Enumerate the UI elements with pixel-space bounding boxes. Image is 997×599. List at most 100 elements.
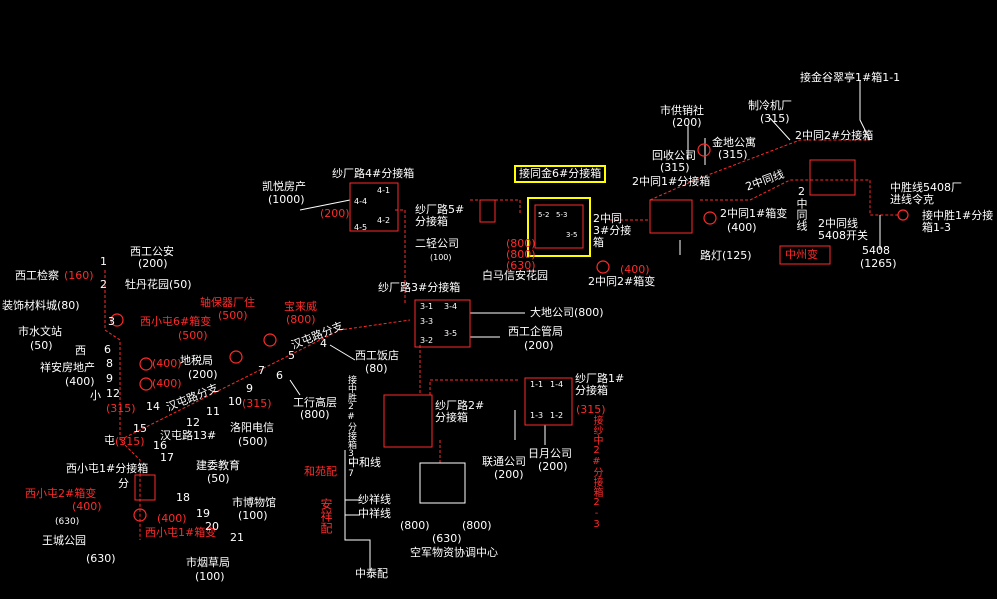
label-fen: 分: [118, 477, 129, 490]
label-lianhe: 联通公司: [482, 455, 526, 468]
line-fandian: [329, 344, 356, 361]
box4-cell-a: 4-1: [377, 186, 391, 195]
label-zhilengchang-kva: (315): [760, 112, 790, 125]
label-xigong-fandian-kva: (80): [365, 362, 388, 375]
label-shibowu: 市博物馆: [232, 496, 276, 509]
transformer-xixiaotun1: [133, 508, 147, 522]
label-hebuxian: 和苑配: [304, 465, 337, 478]
transformer-baolaiwei: [263, 333, 277, 347]
label-xixiaotun6: 西小屯6#箱变: [140, 315, 212, 328]
label-gonghang-kva: (800): [300, 408, 330, 421]
label-zhoubao-kva: (500): [218, 309, 248, 322]
label-erqing-kva: (100): [430, 253, 452, 262]
node-15: 15: [133, 422, 147, 435]
shachang4-box: [349, 182, 399, 232]
label-riyue-kva: (200): [538, 460, 568, 473]
label-xigong-guanju: 西工企管局: [508, 325, 563, 338]
label-kva-800a: (800): [506, 237, 536, 250]
line-jie-top: [859, 80, 871, 141]
label-jindi-kva: (315): [718, 148, 748, 161]
node-18: 18: [176, 491, 190, 504]
label-zhongtong1-box: 2中同1#分接箱: [632, 175, 711, 188]
shachang2-box: [383, 394, 433, 448]
label-shishui-kva: (50): [30, 339, 53, 352]
label-kva-630c: (630): [55, 517, 80, 527]
node-19: 19: [196, 507, 210, 520]
box1-cell-a: 1-1: [530, 380, 544, 389]
label-zhongtong1-bianxiang: 2中同1#箱变: [720, 207, 788, 220]
line-zhileng: [769, 117, 791, 141]
label-zhongzhou: 中州变: [785, 248, 818, 261]
transformer-400b: [139, 377, 153, 391]
label-dishui-kva: (200): [188, 368, 218, 381]
box4-cell-d: 4-5: [354, 223, 368, 232]
label-zhilengchang: 制冷机厂: [748, 99, 792, 112]
label-xixiaotun1: 西小屯1#箱变: [145, 526, 217, 539]
label-xigong-guanju-kva: (200): [524, 339, 554, 352]
zhongtong2-box: [809, 159, 856, 196]
label-kaiyue-kva: (1000): [268, 193, 305, 206]
box1-cell-c: 1-3: [530, 411, 544, 420]
label-kva-800d: (800): [462, 519, 492, 532]
label-kva-800c: (800): [400, 519, 430, 532]
node-20: 20: [205, 520, 219, 533]
node-21: 21: [230, 531, 244, 544]
label-zhoubao: 轴保器厂住: [200, 296, 255, 309]
label-baolaiwei: 宝来威: [284, 300, 317, 313]
kongjun-box: [419, 462, 466, 504]
label-shaxiang: 纱祥线: [358, 493, 391, 506]
box3-cell-c: 3-3: [420, 317, 434, 326]
transformer-xixiaotun6: [110, 313, 124, 327]
label-shiyan-kva: (100): [195, 570, 225, 583]
trunk-right: [610, 139, 870, 221]
label-hanlu13: 汉屯路13#: [160, 429, 217, 442]
node-14: 14: [146, 400, 160, 413]
label-jianwei-kva: (50): [207, 472, 230, 485]
label-lianhe-kva: (200): [494, 468, 524, 481]
label-jie-zhongsheng: 接中胜1#分接箱1-3: [922, 209, 994, 234]
box4-cell-b: 4-4: [354, 197, 368, 206]
box3-cell-e: 3-2: [420, 336, 434, 345]
label-xiangan: 祥安房地产: [40, 361, 95, 374]
label-vert-jie1: 接纱中2#分接箱2-3: [591, 415, 602, 530]
label-xigong-gongan-kva: (200): [138, 257, 168, 270]
label-baolaiwei-kva: (800): [286, 313, 316, 326]
label-mudan: 牡丹花园(50): [125, 278, 192, 291]
label-ludeng: 路灯(125): [700, 249, 752, 262]
label-anxiang: 安祥配: [319, 498, 333, 534]
node-4: 4: [320, 337, 327, 350]
label-kva-630b: (630): [432, 532, 462, 545]
box3-cell-d: 3-5: [444, 329, 458, 338]
label-xi: 西: [75, 344, 86, 357]
shachang3-box: [414, 299, 471, 348]
label-xiao: 小: [90, 389, 101, 402]
label-zhongtong5408: 2中同线5408开关: [818, 217, 868, 242]
node-6b: 6: [276, 369, 283, 382]
label-huishou: 回收公司: [652, 149, 696, 162]
transformer-zhoubao: [229, 350, 243, 364]
label-xixiaotun6-kva: (500): [178, 329, 208, 342]
node-12b: 12: [186, 416, 200, 429]
node-7: 7: [258, 364, 265, 377]
label-zhongtong2-bianxiang: 2中同2#箱变: [588, 275, 656, 288]
trunk-left-vert: [104, 270, 141, 540]
node-16: 16: [153, 439, 167, 452]
label-wangcheng-kva: (630): [86, 552, 116, 565]
label-kva-400c: (400): [157, 512, 187, 525]
label-shachang2: 纱厂路2#分接箱: [435, 399, 485, 424]
label-kongjun: 空军物资协调中心: [410, 546, 498, 559]
label-xiangan-kva: (400): [65, 375, 95, 388]
label-luoyang-kva: (500): [238, 435, 268, 448]
node-17: 17: [160, 451, 174, 464]
hl-cell-a: 5-2: [538, 211, 550, 219]
label-xigong-jiancha: 西工检察: [15, 269, 59, 282]
shachang5-box: [479, 199, 496, 223]
label-zhongtong2-box: 2中同2#分接箱: [795, 129, 874, 142]
box4-cell-c: 4-2: [377, 216, 391, 225]
box3-cell-b: 3-4: [444, 302, 458, 311]
label-dadi: 大地公司(800): [530, 306, 604, 319]
label-kva-400b: (400): [152, 377, 182, 390]
zhongtong1-box: [649, 199, 693, 234]
